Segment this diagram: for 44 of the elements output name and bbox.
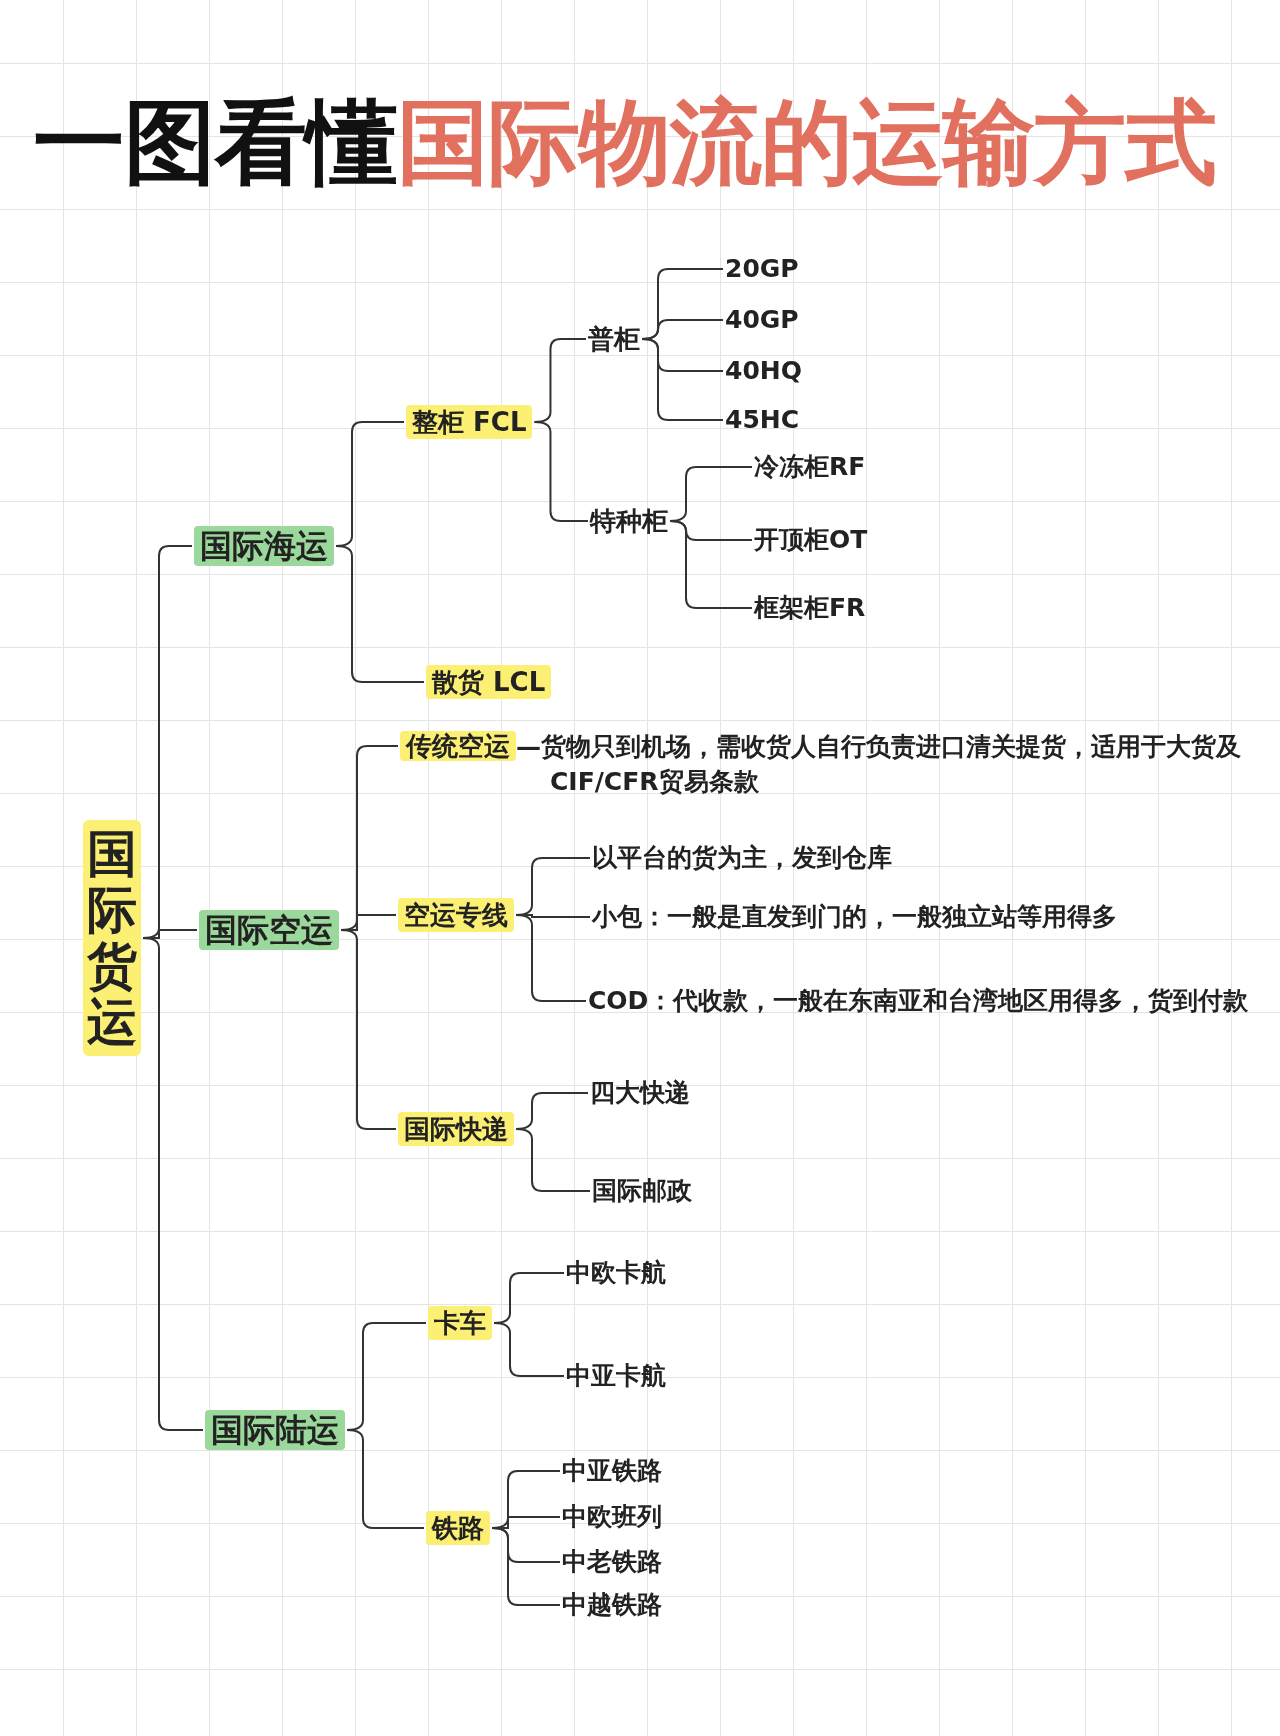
item-label: 中老铁路 (562, 1544, 662, 1580)
brace-connector (669, 520, 753, 609)
item-label: 开顶柜OT (754, 522, 868, 558)
brace-connector (335, 545, 425, 683)
brace-connector (515, 914, 587, 1002)
item-label: 40HQ (725, 353, 802, 389)
item-label: 框架柜FR (754, 590, 866, 626)
description-text: —货物只到机场，需收货人自行负责进口清关提货，适用于大货及CIF/CFR贸易条款 (516, 732, 1241, 796)
title: 一图看懂国际物流的运输方式 (33, 88, 1216, 198)
brace-connector (491, 1527, 561, 1606)
item-label: 中亚卡航 (566, 1358, 666, 1394)
highlighted-label: 卡车 (428, 1306, 492, 1340)
description-text: 四大快递 (590, 1076, 690, 1110)
item-label: 中欧卡航 (566, 1255, 666, 1291)
highlighted-label: 铁路 (426, 1511, 490, 1545)
item-label: 中越铁路 (562, 1587, 662, 1623)
highlighted-label: 国际海运 (194, 526, 334, 566)
highlighted-label: 国际快递 (398, 1112, 514, 1146)
brace-connector (515, 1128, 591, 1192)
brace-connector (533, 421, 589, 522)
highlighted-label: 整柜 FCL (406, 405, 533, 439)
description-text: 以平台的货为主，发到仓库 (592, 841, 892, 875)
highlighted-label: 散货 LCL (426, 665, 552, 699)
item-label: 中亚铁路 (562, 1453, 662, 1489)
highlighted-label: 国际空运 (199, 910, 339, 950)
highlighted-label: 国际陆运 (205, 1410, 345, 1450)
item-label: 特种柜 (590, 504, 668, 538)
description-text: COD：代收款，一般在东南亚和台湾地区用得多，货到付款 (588, 984, 1278, 1018)
highlighted-label: 国际货运 (83, 820, 141, 1056)
item-label: 45HC (725, 402, 800, 438)
highlighted-label: 空运专线 (398, 898, 514, 932)
brace-connector (493, 1322, 565, 1377)
brace-connector (142, 937, 204, 1431)
brace-connector (641, 338, 724, 421)
item-label: 冷冻柜RF (754, 449, 866, 485)
description-text: 小包：一般是直发到门的，一般独立站等用得多 (592, 900, 1280, 934)
description-text: 国际邮政 (592, 1174, 692, 1208)
item-label: 20GP (725, 251, 799, 287)
item-label: 40GP (725, 302, 799, 338)
item-label: 中欧班列 (562, 1499, 662, 1535)
item-label: 普柜 (588, 322, 640, 356)
highlighted-label: 传统空运 (400, 731, 516, 761)
brace-connector (340, 929, 397, 1130)
brace-connector (346, 1429, 425, 1529)
